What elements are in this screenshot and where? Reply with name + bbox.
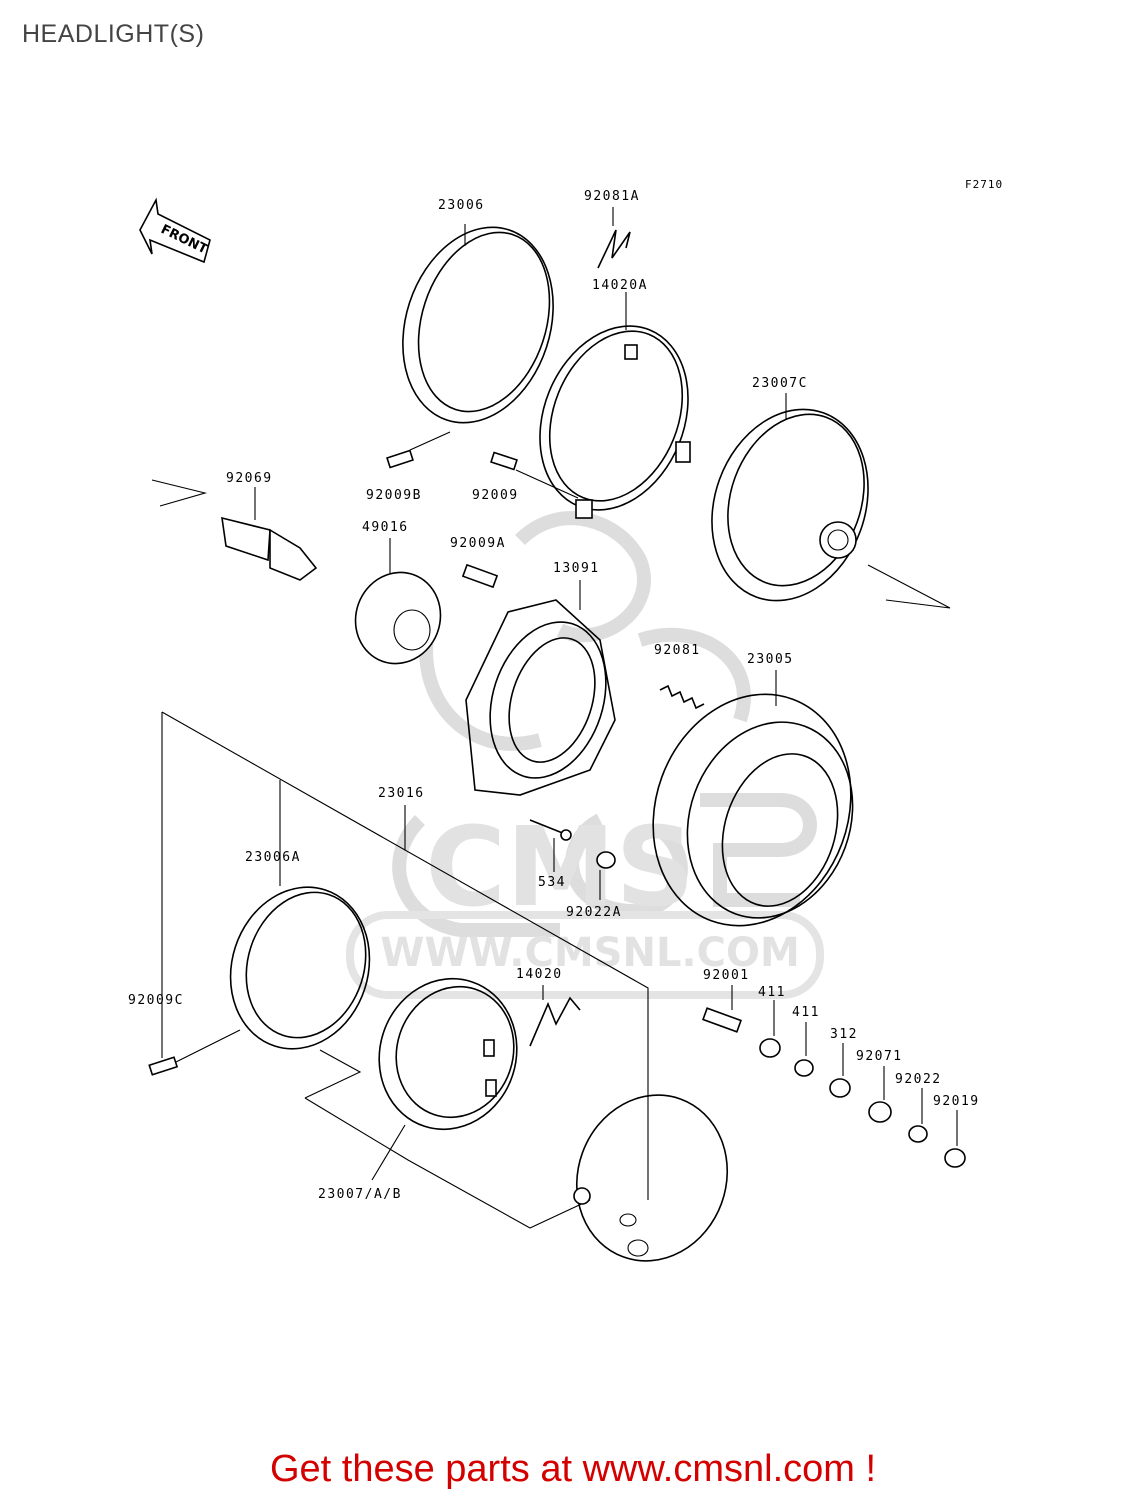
figure-code: F2710 bbox=[965, 178, 1004, 191]
page-title: HEADLIGHT(S) bbox=[22, 20, 205, 48]
label-23007c: 23007C bbox=[752, 376, 808, 391]
part-92022a-washer-icon bbox=[596, 851, 616, 900]
part-92069-bulb bbox=[151, 479, 318, 581]
front-arrow-icon: FRONT bbox=[139, 197, 211, 264]
label-23006a: 23006A bbox=[245, 850, 301, 865]
part-92009b-screw-icon bbox=[386, 431, 451, 469]
label-92022: 92022 bbox=[895, 1072, 942, 1087]
watermark-logo-letters: CMS bbox=[425, 803, 694, 931]
label-411-a: 411 bbox=[758, 985, 786, 1000]
label-92009b: 92009B bbox=[366, 488, 422, 503]
label-14020: 14020 bbox=[516, 967, 563, 982]
assembly-outline-lines bbox=[161, 711, 649, 1229]
label-92022a: 92022A bbox=[566, 905, 622, 920]
watermark-site: WWW.CMSNL.COM bbox=[380, 930, 800, 976]
part-number-labels: 23006 92081A 14020A 23007C 92069 92009B … bbox=[128, 189, 980, 1202]
promo-banner: Get these parts at www.cmsnl.com ! bbox=[0, 1448, 1146, 1491]
label-92081a: 92081A bbox=[584, 189, 640, 204]
part-23005-body bbox=[652, 670, 854, 927]
part-92081-spring-icon bbox=[659, 684, 705, 710]
promo-link[interactable]: Get these parts at www.cmsnl.com ! bbox=[269, 1448, 877, 1490]
label-92069: 92069 bbox=[226, 471, 273, 486]
label-92019: 92019 bbox=[933, 1094, 980, 1109]
label-23005: 23005 bbox=[747, 652, 794, 667]
part-92071-bushing-icon bbox=[868, 1101, 892, 1123]
part-23006-rim bbox=[402, 224, 554, 424]
watermark: CMS WWW.CMSNL.COM bbox=[346, 511, 824, 999]
part-13091-plate bbox=[465, 580, 616, 796]
part-23007ab-housing bbox=[371, 977, 518, 1181]
part-92009a-screw-icon bbox=[461, 563, 499, 589]
part-411b-washer-icon bbox=[794, 1059, 814, 1077]
label-92009a: 92009A bbox=[450, 536, 506, 551]
part-14020-clip-icon bbox=[529, 996, 581, 1047]
headlight-lens bbox=[573, 1094, 729, 1262]
part-92009-screw-icon bbox=[490, 451, 579, 499]
part-14020a-bracket-ring bbox=[539, 292, 691, 519]
part-411-washer-icon bbox=[759, 1038, 781, 1058]
part-92019-nut-icon bbox=[944, 1148, 966, 1168]
part-92009c-screw-icon bbox=[148, 1029, 241, 1076]
label-49016: 49016 bbox=[362, 520, 409, 535]
label-92081: 92081 bbox=[654, 643, 701, 658]
label-23007ab: 23007/A/B bbox=[318, 1187, 402, 1202]
part-92081a-clip-icon bbox=[597, 229, 631, 269]
part-23007c-housing bbox=[711, 393, 951, 609]
label-23006: 23006 bbox=[438, 198, 485, 213]
part-92001-bolt-icon bbox=[702, 985, 742, 1033]
part-312-nut-icon bbox=[829, 1078, 851, 1098]
part-534-pin-icon bbox=[529, 819, 572, 872]
part-23006a-trim-ring bbox=[229, 886, 371, 1050]
label-92001: 92001 bbox=[703, 968, 750, 983]
label-92071: 92071 bbox=[856, 1049, 903, 1064]
part-49016-socket bbox=[354, 538, 442, 665]
label-92009: 92009 bbox=[472, 488, 519, 503]
label-92009c: 92009C bbox=[128, 993, 184, 1008]
label-411-b: 411 bbox=[792, 1005, 820, 1020]
label-14020a: 14020A bbox=[592, 278, 648, 293]
label-13091: 13091 bbox=[553, 561, 600, 576]
label-312: 312 bbox=[830, 1027, 858, 1042]
label-534: 534 bbox=[538, 875, 566, 890]
label-23016: 23016 bbox=[378, 786, 425, 801]
part-92022-washer-icon bbox=[908, 1125, 928, 1143]
